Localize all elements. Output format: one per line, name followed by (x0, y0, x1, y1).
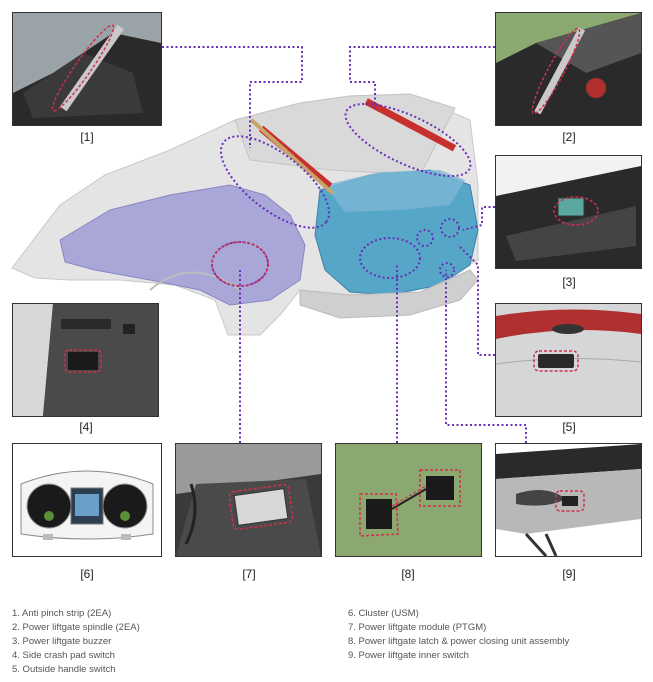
spindle-right (364, 98, 457, 152)
callout-label-1: [1] (80, 130, 94, 144)
photo-latch-closing-unit (335, 443, 482, 557)
legend-item: 8. Power liftgate latch & power closing … (348, 636, 570, 647)
highlight-9 (439, 262, 455, 278)
callout-label-7: [7] (242, 567, 256, 581)
rear-bumper (299, 269, 479, 319)
highlight-4 (416, 229, 434, 247)
callout-label-3: [3] (562, 275, 576, 289)
legend-item: 5. Outside handle switch (12, 664, 116, 675)
liftgate-glass (325, 170, 465, 212)
photo-power-liftgate-module (175, 443, 322, 557)
highlight-2 (344, 102, 472, 178)
anti-pinch-strip-left (249, 118, 335, 195)
callout-label-9: [9] (562, 567, 576, 581)
photo-inner-switch (495, 443, 642, 557)
highlight-3 (440, 218, 460, 238)
photo-cluster (12, 443, 162, 557)
legend-item: 9. Power liftgate inner switch (348, 650, 469, 661)
callout-label-5: [5] (562, 420, 576, 434)
photo-outside-handle-switch (495, 303, 642, 417)
inner-side-panel (59, 184, 306, 306)
legend-item: 7. Power liftgate module (PTGM) (348, 622, 487, 633)
photo-power-liftgate-spindle (495, 12, 642, 126)
legend-item: 6. Cluster (USM) (348, 608, 419, 619)
photo-side-crash-pad-switch (12, 303, 159, 417)
photo-power-liftgate-buzzer (495, 155, 642, 269)
callout-label-8: [8] (401, 567, 415, 581)
highlight-1 (219, 135, 331, 229)
callout-label-6: [6] (80, 567, 94, 581)
callout-label-4: [4] (79, 420, 93, 434)
photo-anti-pinch-strip (12, 12, 162, 126)
legend-item: 2. Power liftgate spindle (2EA) (12, 622, 140, 633)
legend-item: 4. Side crash pad switch (12, 650, 115, 661)
callout-label-2: [2] (562, 130, 576, 144)
legend-item: 3. Power liftgate buzzer (12, 636, 112, 647)
highlight-8 (359, 237, 421, 279)
legend-item: 1. Anti pinch strip (2EA) (12, 608, 112, 619)
